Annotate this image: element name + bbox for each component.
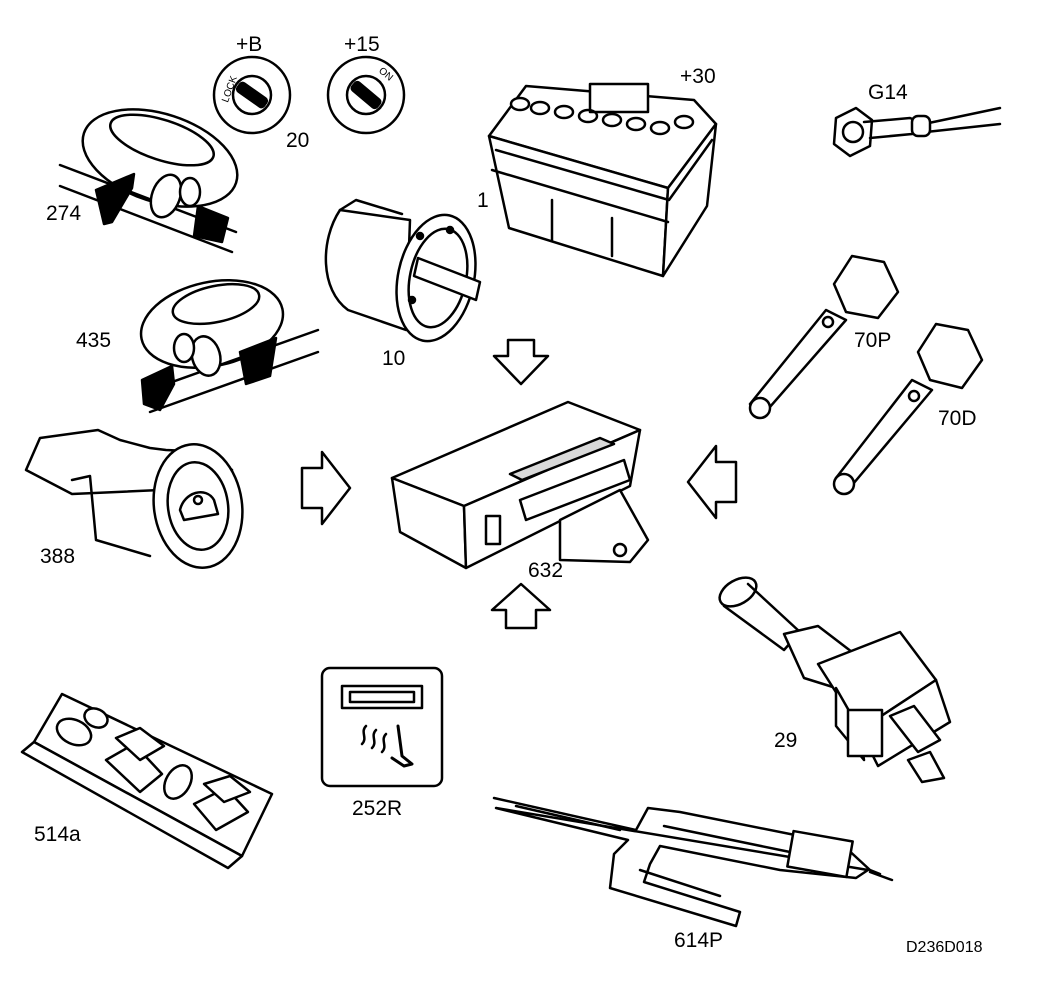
light-switch-10 — [326, 200, 487, 349]
ignition-switch-on: ON — [328, 57, 404, 133]
label-70p: 70P — [854, 329, 892, 352]
label-632: 632 — [528, 559, 564, 582]
arrow-left — [688, 446, 736, 518]
label-614p: 614P — [674, 929, 724, 952]
label-plus-b: +B — [236, 33, 263, 56]
seat-belt-buckle-70d — [834, 324, 982, 494]
label-plus-30: +30 — [680, 65, 716, 88]
heated-seat-switch-252r — [322, 668, 442, 786]
battery — [489, 84, 716, 276]
arrow-down — [494, 340, 548, 384]
label-g14: G14 — [868, 81, 908, 104]
arrow-up — [492, 584, 550, 628]
label-274: 274 — [46, 202, 82, 225]
label-252r: 252R — [352, 797, 403, 820]
label-514a: 514a — [34, 823, 81, 846]
door-lock-274 — [60, 91, 250, 252]
ground-terminal-g14 — [834, 108, 1000, 156]
label-70d: 70D — [938, 407, 977, 430]
label-20: 20 — [286, 129, 310, 152]
hood-switch-388 — [26, 430, 250, 574]
seat-belt-buckle-70p — [750, 256, 898, 418]
drawing-id: D236D018 — [906, 939, 983, 956]
brake-light-switch-29 — [715, 572, 950, 782]
label-435: 435 — [76, 329, 112, 352]
label-1: 1 — [477, 189, 489, 212]
central-control-module-632 — [392, 402, 648, 568]
door-lock-435 — [133, 268, 318, 412]
seat-heater-element-614p — [494, 798, 892, 926]
arrow-right — [302, 452, 350, 524]
label-plus-15: +15 — [344, 33, 380, 56]
label-10: 10 — [382, 347, 406, 370]
window-switch-panel-514a — [22, 694, 272, 868]
ignition-switch-lock: LOCK — [214, 57, 290, 133]
label-29: 29 — [774, 729, 798, 752]
label-388: 388 — [40, 545, 76, 568]
